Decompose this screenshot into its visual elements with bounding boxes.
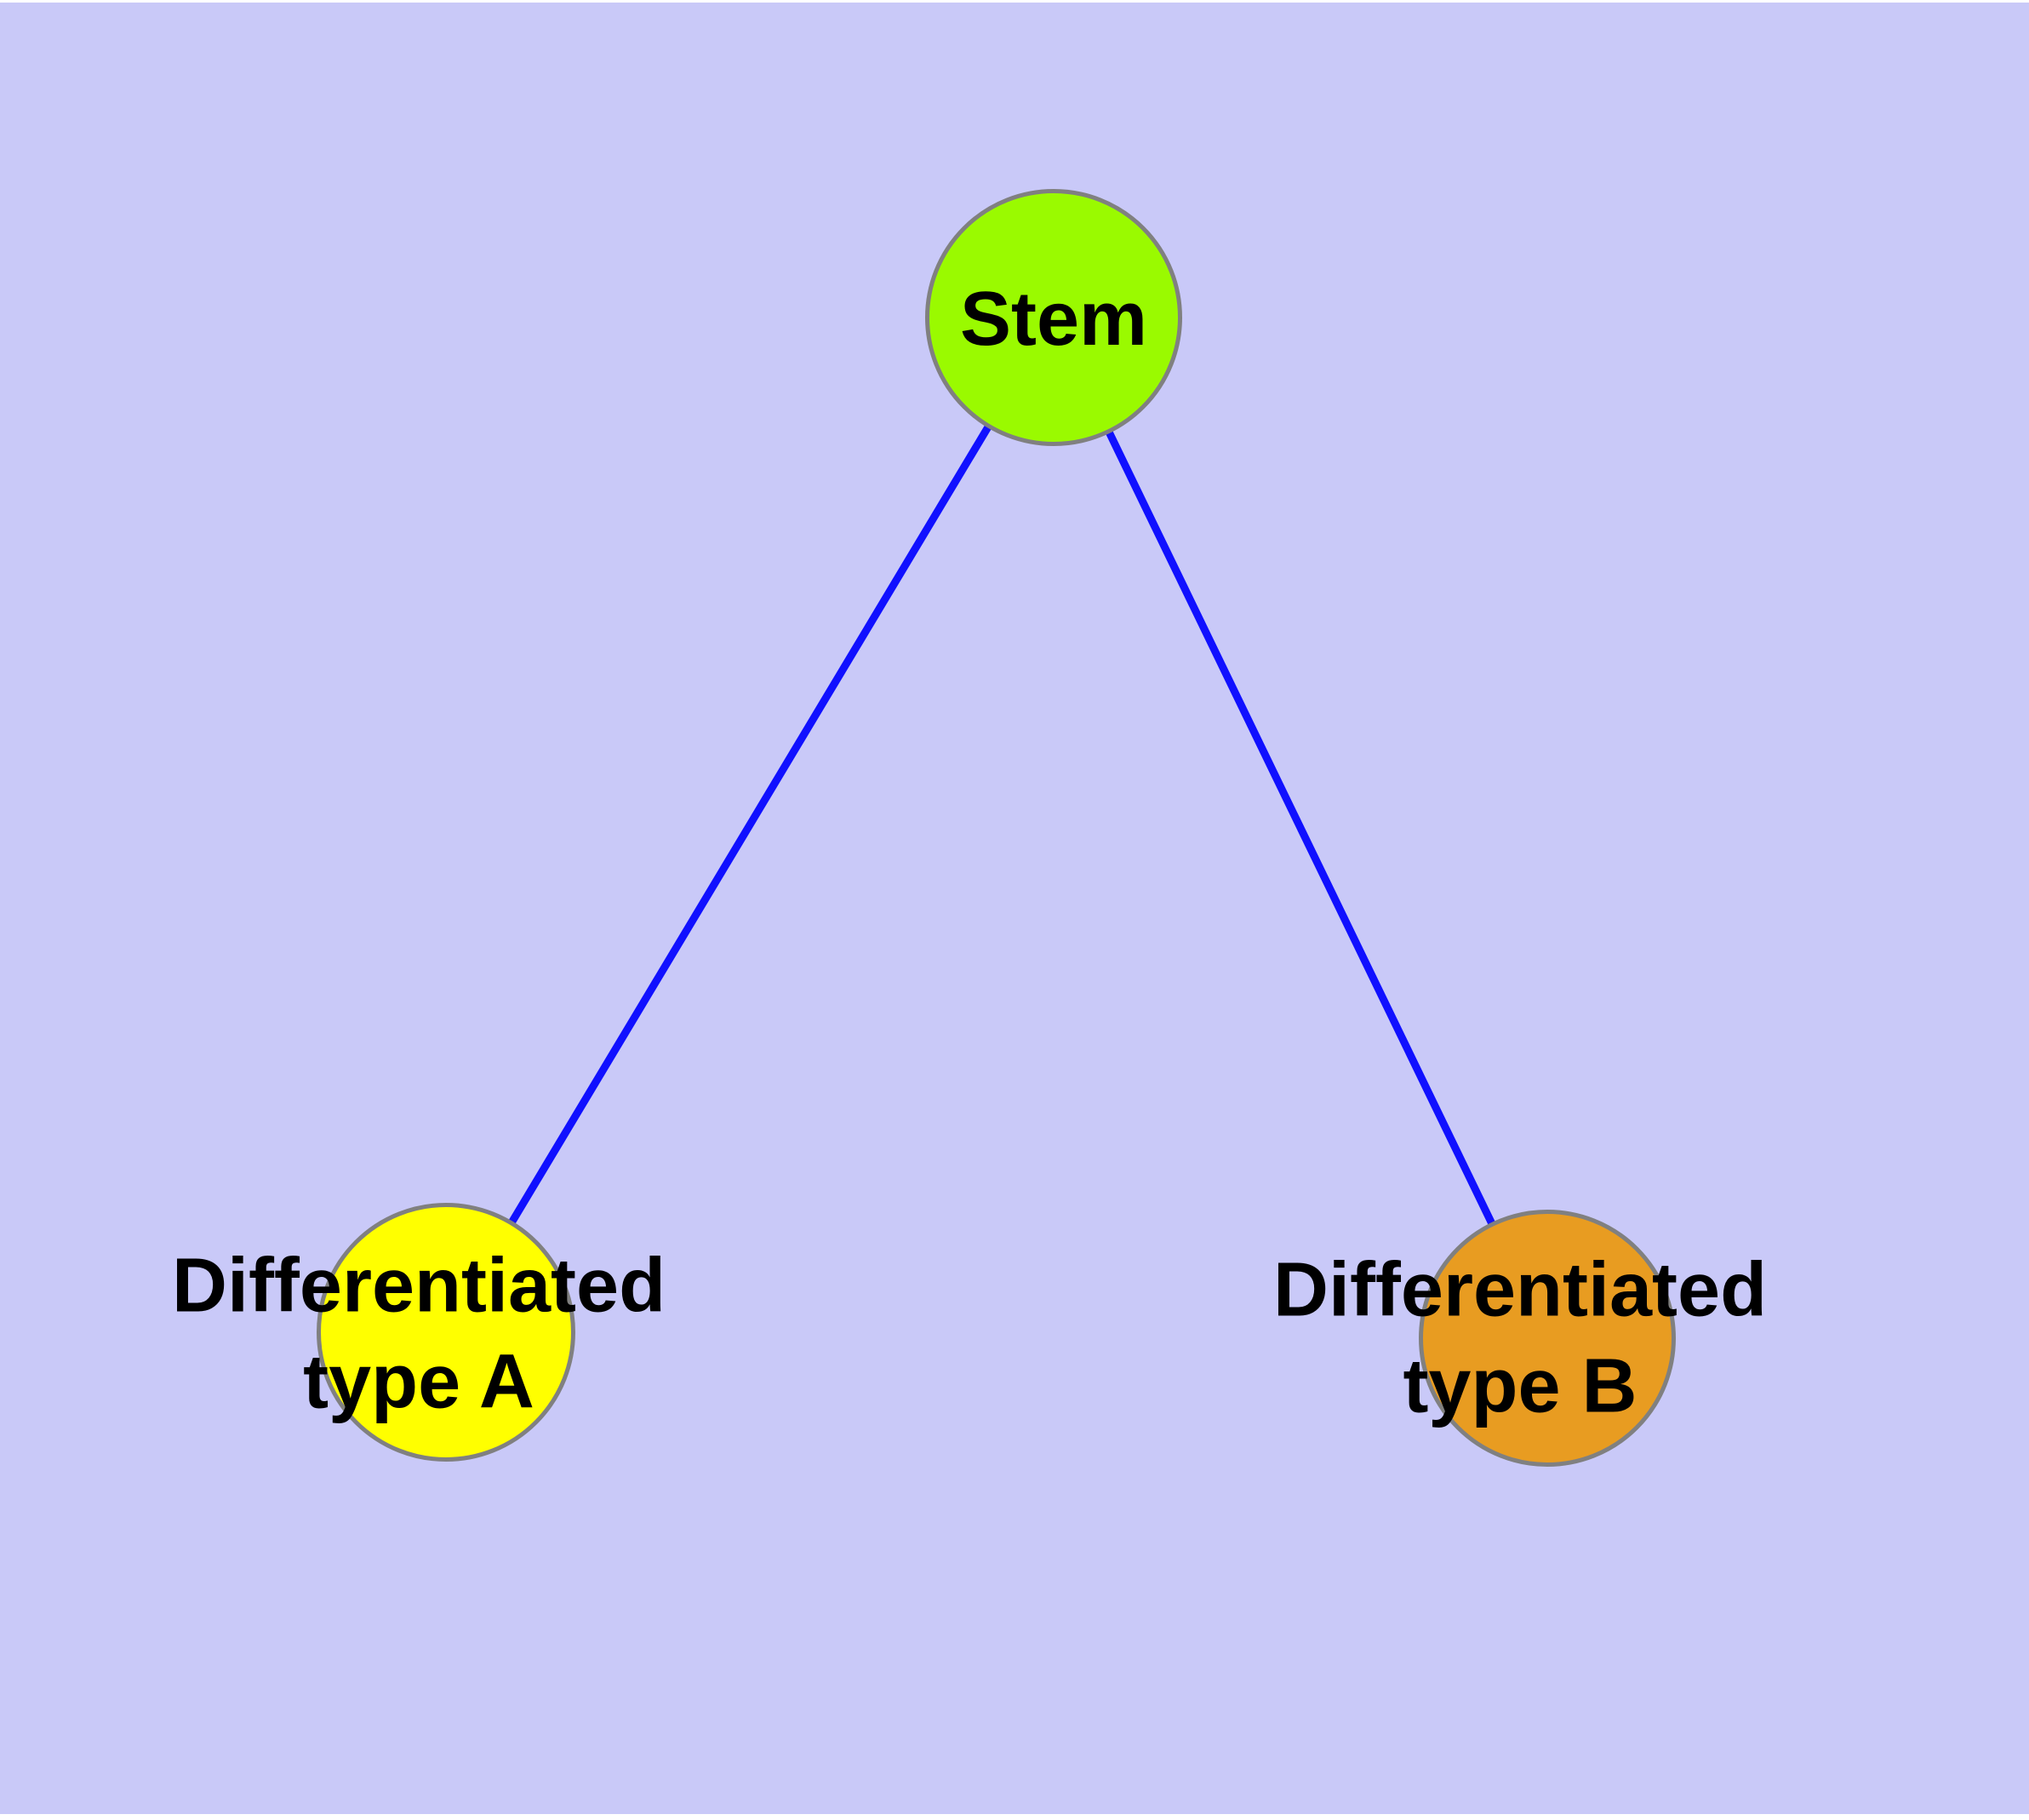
node-label-stem-text: Stem	[959, 276, 1148, 362]
edge-stem-to-type-a	[443, 315, 1057, 1335]
node-stem	[925, 189, 1182, 446]
node-label-stem: Stem	[960, 272, 1147, 368]
node-label-type-a-line1: Differentiated	[171, 1243, 666, 1329]
node-label-type-b-line2: type B	[1403, 1343, 1637, 1428]
node-label-differentiated-type-b: Differentiated type B	[1273, 1243, 1767, 1434]
edge-stem-to-type-b	[1049, 316, 1552, 1340]
node-label-differentiated-type-a: Differentiated type A	[172, 1239, 666, 1430]
node-differentiated-type-b	[1419, 1210, 1676, 1467]
node-label-type-b-line1: Differentiated	[1272, 1247, 1768, 1333]
node-label-type-a-line2: type A	[303, 1339, 534, 1424]
node-differentiated-type-a	[317, 1203, 575, 1462]
